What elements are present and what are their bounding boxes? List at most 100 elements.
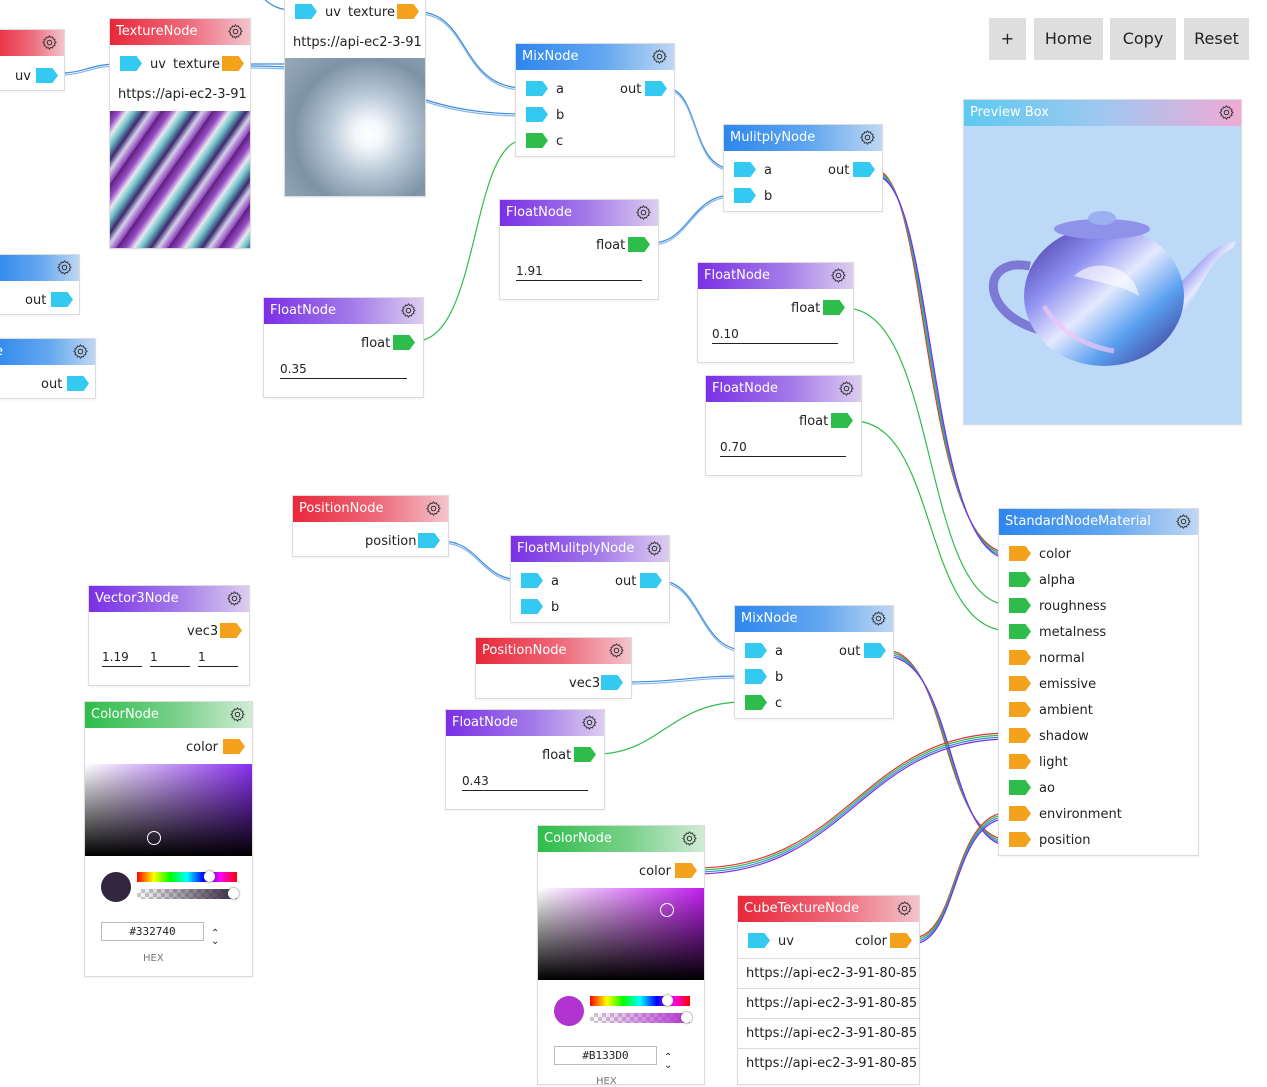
output-port[interactable] — [601, 675, 623, 690]
gear-icon[interactable] — [896, 900, 913, 917]
node-header[interactable]: CubeTextureNode — [738, 896, 919, 922]
output-port[interactable] — [864, 643, 886, 658]
input-port-b[interactable] — [526, 107, 548, 122]
node-header[interactable] — [0, 30, 64, 56]
float-value-input[interactable]: 0.43 — [462, 772, 588, 791]
node-header[interactable]: StandardNodeMaterial — [999, 509, 1198, 535]
preview-viewport[interactable] — [964, 126, 1241, 424]
position-node-vec3[interactable]: PositionNode vec3 — [475, 637, 632, 699]
reset-button[interactable]: Reset — [1184, 18, 1249, 60]
mix-node-bottom[interactable]: MixNode a out b c — [734, 605, 894, 719]
output-port[interactable] — [220, 623, 242, 638]
partial-node-left-2[interactable]: e out — [0, 338, 96, 399]
input-port-normal[interactable] — [1009, 650, 1031, 665]
node-header[interactable]: Vector3Node — [89, 586, 249, 612]
color-node[interactable]: ColorNode color #332740 ⌃⌄ HEX — [84, 701, 253, 977]
gear-icon[interactable] — [581, 714, 598, 731]
gear-icon[interactable] — [870, 610, 887, 627]
input-port-a[interactable] — [521, 573, 543, 588]
gear-icon[interactable] — [226, 590, 243, 607]
vec3-z-input[interactable]: 1 — [198, 648, 238, 667]
node-header[interactable]: ColorNode — [85, 702, 252, 728]
output-port[interactable] — [223, 739, 245, 754]
output-port[interactable] — [51, 292, 73, 307]
input-port-b[interactable] — [734, 188, 756, 203]
node-header[interactable]: MixNode — [516, 44, 674, 70]
float-node-0-43[interactable]: FloatNode float 0.43 — [445, 709, 605, 810]
multiply-node[interactable]: MulitplyNode a out b — [723, 124, 883, 212]
hue-slider-handle[interactable] — [204, 871, 215, 882]
cube-texture-url-input[interactable]: https://api-ec2-3-91-80-85 — [738, 958, 919, 987]
gear-icon[interactable] — [227, 23, 244, 40]
picker-cursor[interactable] — [660, 903, 674, 917]
gear-icon[interactable] — [838, 380, 855, 397]
alpha-slider-handle[interactable] — [681, 1012, 692, 1023]
cube-texture-url-input[interactable]: https://api-ec2-3-91-80-85 — [738, 1048, 919, 1077]
add-node-button[interactable]: + — [989, 18, 1026, 60]
output-port[interactable] — [628, 237, 650, 252]
cube-texture-url-input[interactable]: https://api-ec2-3-91-80-85 — [738, 988, 919, 1017]
output-port[interactable] — [853, 162, 875, 177]
hue-slider-handle[interactable] — [662, 995, 673, 1006]
output-port[interactable] — [418, 533, 440, 548]
gear-icon[interactable] — [635, 204, 652, 221]
vector3-node[interactable]: Vector3Node vec3 1.19 1 1 — [88, 585, 250, 686]
color-node-bottom[interactable]: ColorNode color #B133D0 ⌃⌄ HEX — [537, 825, 705, 1087]
gear-icon[interactable] — [608, 642, 625, 659]
position-node[interactable]: PositionNode position — [292, 495, 449, 557]
input-port-position[interactable] — [1009, 832, 1031, 847]
cube-texture-node[interactable]: CubeTextureNode uv color https://api-ec2… — [737, 895, 920, 1085]
gear-icon[interactable] — [651, 48, 668, 65]
gear-icon[interactable] — [859, 129, 876, 146]
partial-node-top-left[interactable]: uv — [0, 29, 65, 91]
input-port-a[interactable] — [745, 643, 767, 658]
gear-icon[interactable] — [56, 259, 73, 276]
float-node-0-70[interactable]: FloatNode float 0.70 — [705, 375, 862, 476]
node-header[interactable]: TextureNode — [110, 19, 250, 45]
mix-node[interactable]: MixNode a out b c — [515, 43, 675, 157]
output-port[interactable] — [574, 747, 596, 762]
input-port-shadow[interactable] — [1009, 728, 1031, 743]
gear-icon[interactable] — [229, 706, 246, 723]
output-port[interactable] — [823, 300, 845, 315]
texture-node-top[interactable]: uv texture https://api-ec2-3-91 — [284, 0, 426, 197]
input-port-ambient[interactable] — [1009, 702, 1031, 717]
node-header[interactable]: PositionNode — [293, 496, 448, 522]
input-port-emissive[interactable] — [1009, 676, 1031, 691]
node-header[interactable]: ColorNode — [538, 826, 704, 852]
output-port-texture[interactable] — [222, 56, 244, 71]
float-node-0-35[interactable]: FloatNode float 0.35 — [263, 297, 424, 398]
hex-input[interactable]: #332740 — [101, 922, 204, 941]
input-port-a[interactable] — [526, 81, 548, 96]
gear-icon[interactable] — [1218, 104, 1235, 121]
chevron-updown-icon[interactable]: ⌃⌄ — [664, 1052, 673, 1071]
input-port-ao[interactable] — [1009, 780, 1031, 795]
node-header[interactable]: FloatMulitplyNode — [511, 536, 669, 562]
output-port[interactable] — [393, 335, 415, 350]
input-port-b[interactable] — [521, 599, 543, 614]
output-port[interactable] — [831, 413, 853, 428]
preview-box-node[interactable]: Preview Box — [963, 99, 1242, 425]
partial-node-left-1[interactable]: out — [0, 254, 80, 315]
picker-cursor[interactable] — [147, 831, 161, 845]
output-port[interactable] — [640, 573, 662, 588]
node-header[interactable]: Preview Box — [964, 100, 1241, 126]
input-port-b[interactable] — [745, 669, 767, 684]
alpha-slider-handle[interactable] — [228, 888, 239, 899]
input-port-light[interactable] — [1009, 754, 1031, 769]
float-value-input[interactable]: 0.70 — [720, 438, 846, 457]
output-port-texture[interactable] — [397, 4, 419, 19]
output-port[interactable] — [36, 68, 58, 83]
cube-texture-url-input[interactable]: https://api-ec2-3-91-80-85 — [738, 1018, 919, 1047]
vec3-y-input[interactable]: 1 — [150, 648, 190, 667]
input-port-color[interactable] — [1009, 546, 1031, 561]
texture-node[interactable]: TextureNode uv texture https://api-ec2-3… — [109, 18, 251, 249]
gear-icon[interactable] — [72, 343, 89, 360]
gear-icon[interactable] — [681, 830, 698, 847]
input-port-c[interactable] — [745, 695, 767, 710]
node-header[interactable]: MulitplyNode — [724, 125, 882, 151]
gear-icon[interactable] — [425, 500, 442, 517]
input-port-environment[interactable] — [1009, 806, 1031, 821]
chevron-updown-icon[interactable]: ⌃⌄ — [211, 928, 220, 947]
